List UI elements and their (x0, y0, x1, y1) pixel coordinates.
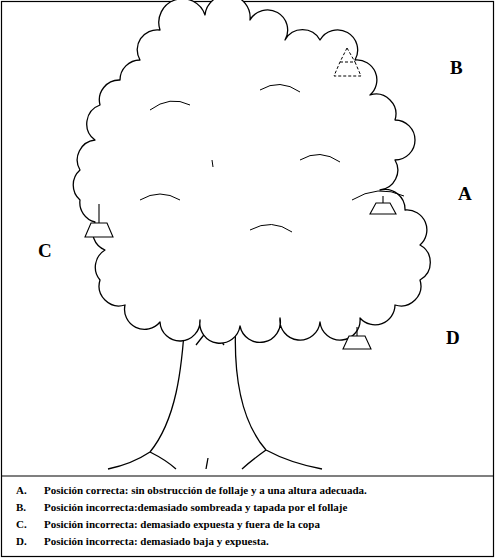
trap-b (334, 48, 361, 76)
trap-a (370, 196, 396, 214)
foliage-line (250, 224, 292, 232)
root-line (150, 452, 176, 469)
legend-letter: C. (16, 518, 27, 530)
legend-text: Posición correcta: sin obstrucción de fo… (44, 484, 367, 496)
foliage-lobe (352, 191, 404, 200)
trunk-right (235, 318, 322, 469)
foliage-line (150, 101, 190, 110)
root-line (242, 450, 266, 469)
delta-trap (370, 203, 396, 214)
trap-hanger (340, 48, 355, 62)
delta-trap (85, 223, 113, 237)
legend-letter: A. (16, 484, 27, 496)
trap-hanger (382, 196, 383, 203)
delta-trap (334, 62, 361, 76)
trap-c (85, 204, 113, 237)
trap-hanger (356, 327, 357, 336)
legend-text: Posición incorrecta: demasiado expuesta … (44, 518, 320, 530)
foliage-line (260, 84, 300, 92)
tree-canopy (73, 0, 430, 343)
legend-letter: D. (16, 535, 27, 547)
position-letter: D (446, 328, 460, 349)
foliage-line (300, 154, 340, 162)
position-letter: B (450, 58, 463, 79)
trap-hanger (98, 204, 99, 223)
foliage-line (140, 84, 404, 232)
separator-line (2, 475, 494, 476)
foliage-line (140, 194, 180, 200)
trap-d (343, 327, 371, 349)
root-line (206, 458, 208, 469)
foliage-line (212, 160, 213, 167)
position-letter: A (458, 184, 472, 205)
delta-trap (343, 336, 371, 349)
legend-text: Posición incorrecta: demasiado baja y ex… (44, 535, 269, 547)
legend-text: Posición incorrecta:demasiado sombreada … (44, 501, 347, 513)
legend-letter: B. (16, 501, 26, 513)
position-letter: C (38, 241, 52, 262)
